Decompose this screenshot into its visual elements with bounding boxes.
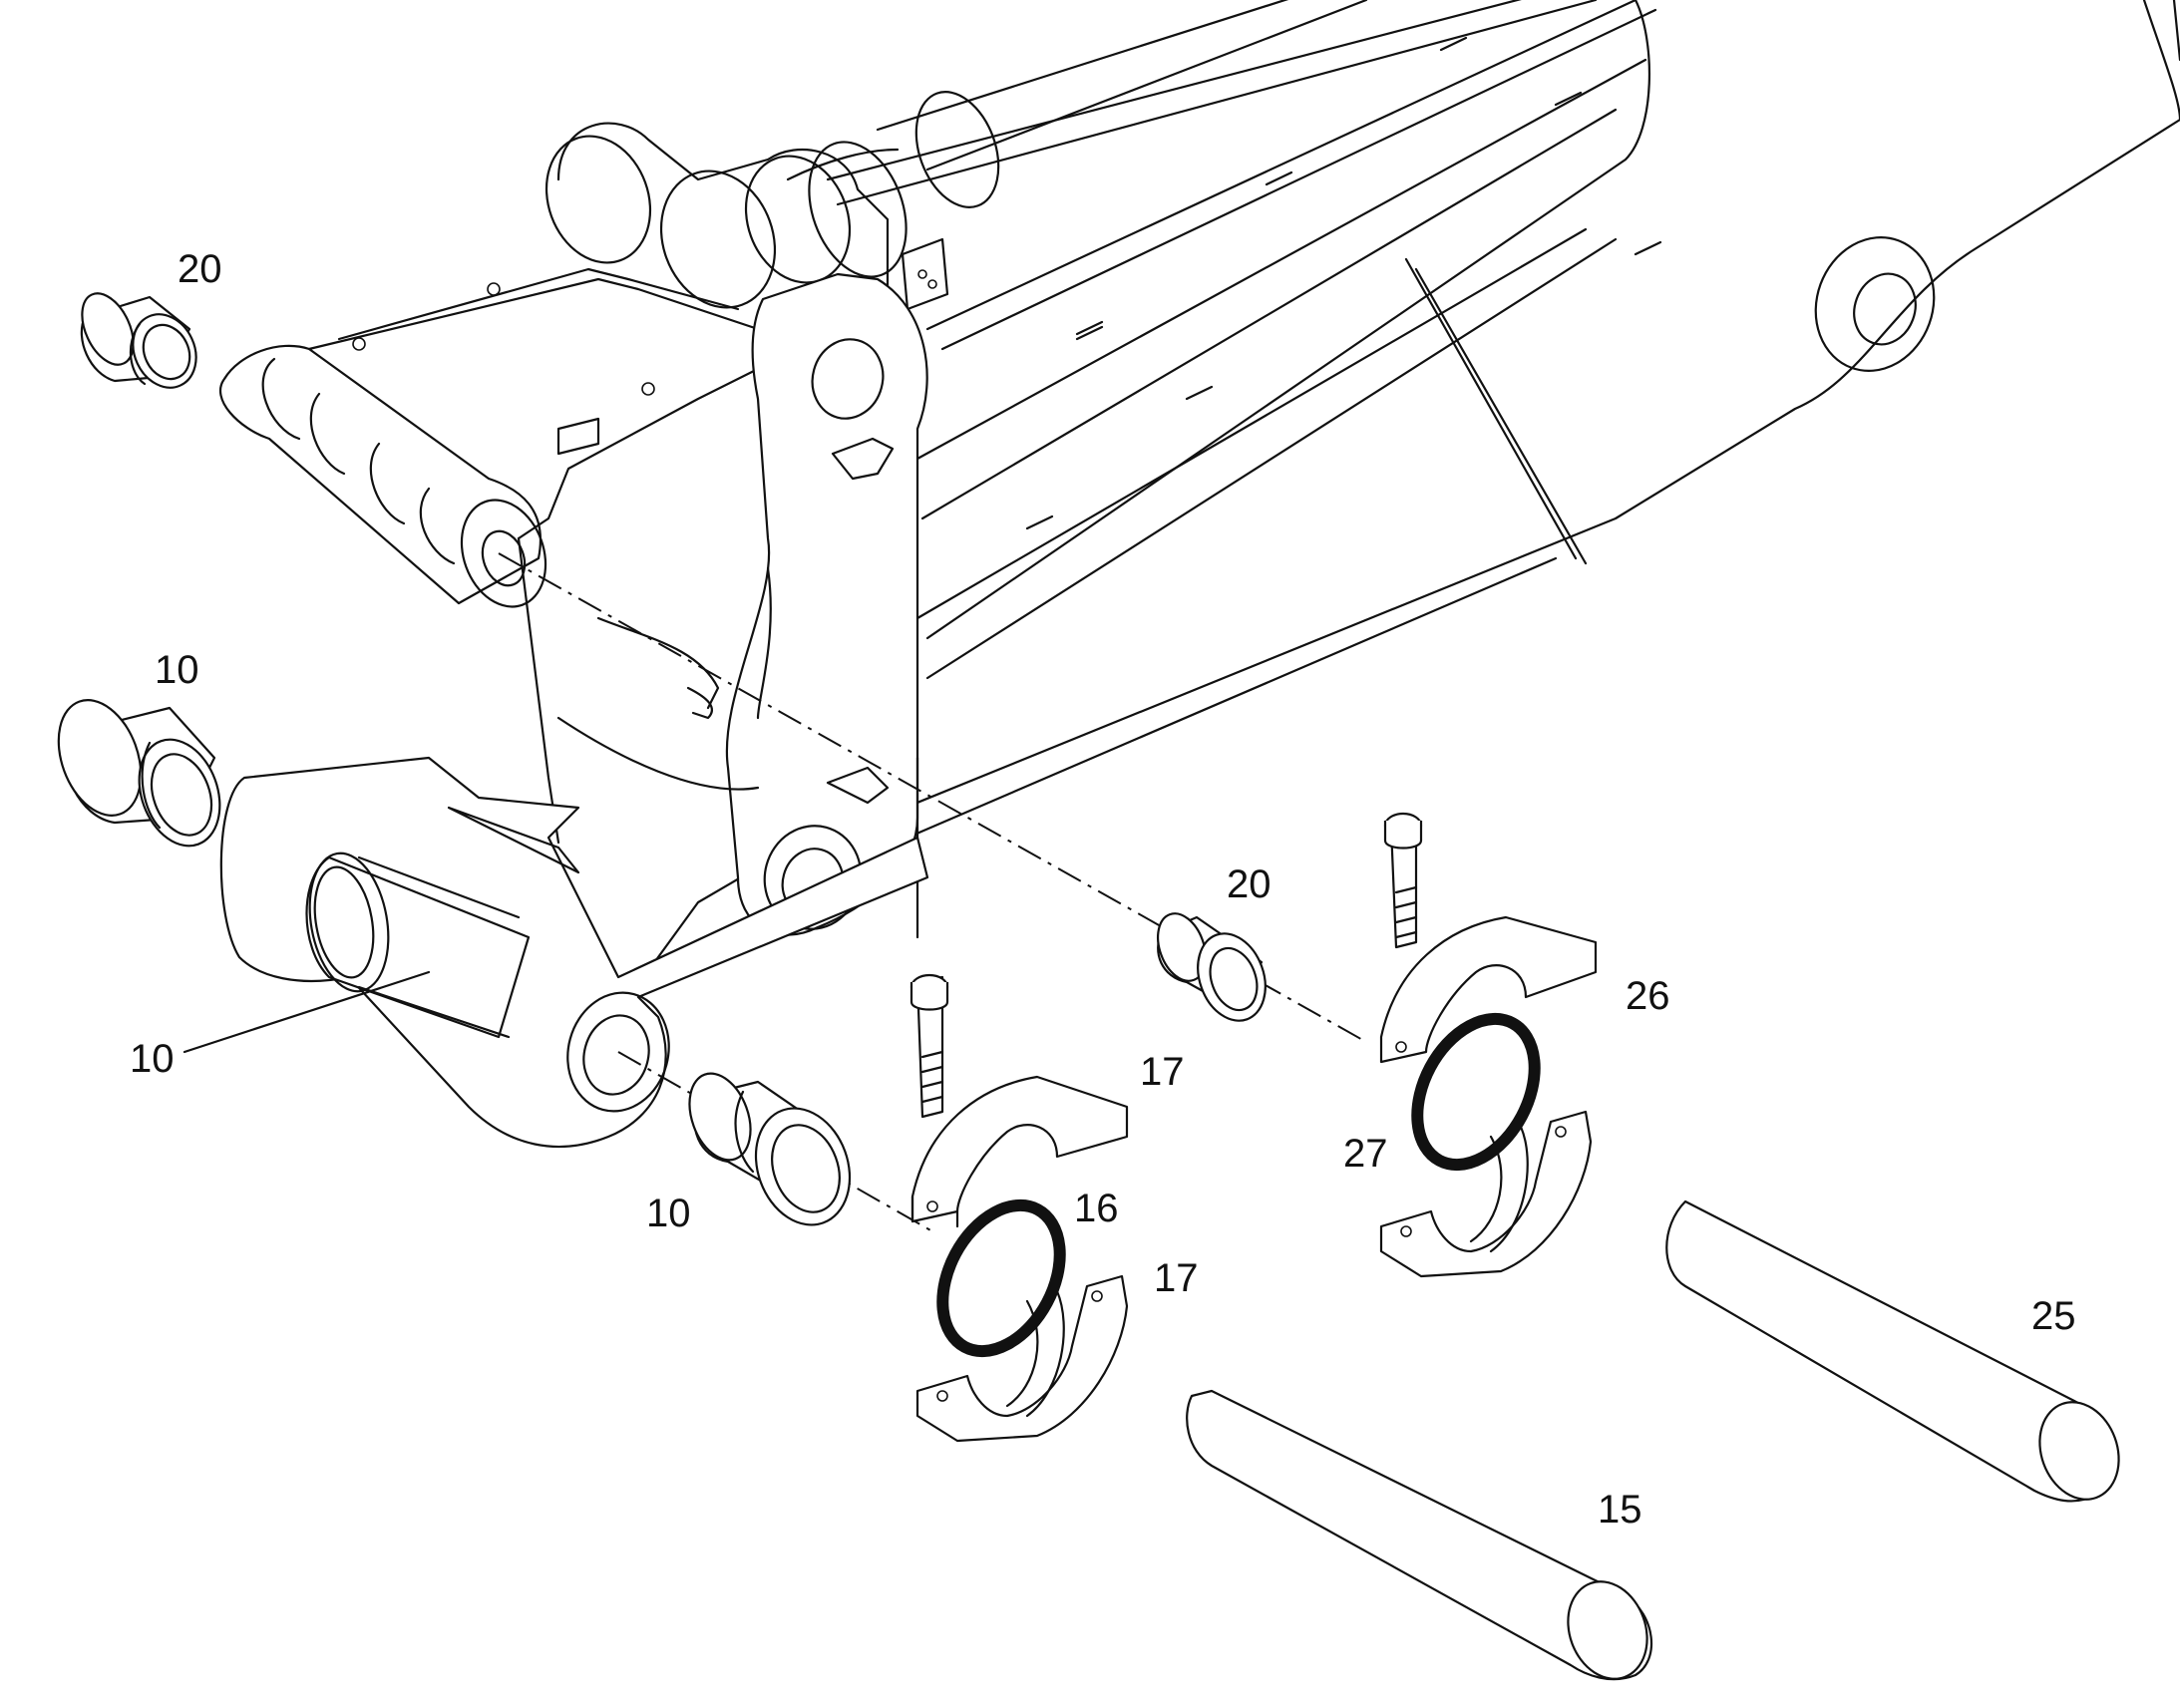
- bushing-bottom-part: [688, 1072, 852, 1226]
- callout-20-mid: 20: [1227, 862, 1272, 906]
- cap-screw-a: [909, 973, 949, 1119]
- bushing-mid-part: [1157, 912, 1267, 1022]
- callout-10-pin: 10: [130, 1037, 175, 1081]
- callout-10-bottom: 10: [646, 1192, 691, 1235]
- callout-16: 16: [1074, 1187, 1119, 1230]
- bushing-top-part: [80, 292, 197, 389]
- callout-25: 25: [2031, 1294, 2076, 1338]
- lever-linkage: [218, 122, 929, 1149]
- callout-17-lower: 17: [1154, 1256, 1199, 1300]
- clamp-lower-a-part: [915, 1274, 1129, 1443]
- callout-10-left: 10: [155, 648, 199, 692]
- callout-15: 15: [1598, 1488, 1642, 1532]
- boom-structure: [616, 0, 2180, 1019]
- callout-26: 26: [1626, 974, 1670, 1018]
- pin-15-part: [1186, 1389, 1653, 1681]
- callout-27: 27: [1343, 1132, 1388, 1176]
- oring-b-part: [1411, 1012, 1541, 1172]
- clamp-upper-a-part: [910, 1075, 1129, 1228]
- clamp-b-upper-part: [1379, 915, 1598, 1064]
- cap-screw-b: [1383, 812, 1423, 949]
- clamp-b-lower-part: [1379, 1110, 1593, 1278]
- callout-17-upper: 17: [1140, 1050, 1185, 1094]
- callout-20-top: 20: [178, 247, 222, 291]
- callout-labels: 20 10 10 10 20 17 16 17 26 27 15 25: [130, 247, 2076, 1532]
- bushing-left-part: [57, 699, 221, 848]
- pin-leader-line: [182, 970, 431, 1054]
- oring-a-part: [936, 1198, 1066, 1358]
- pin-25-part: [1665, 1199, 2120, 1503]
